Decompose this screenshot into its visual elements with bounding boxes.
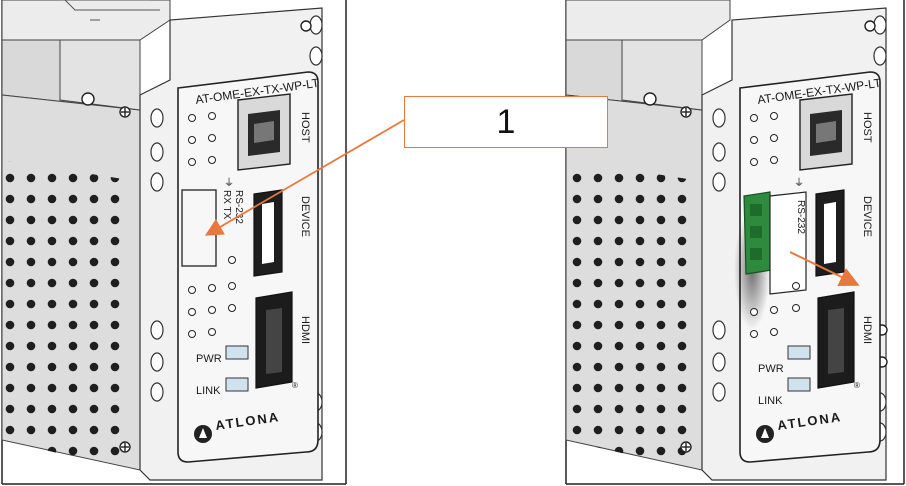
left-vent-holes — [188, 112, 236, 338]
left-device-illustration: AT-OME-EX-TX-WP-LT HOST DEVICE HDMI ® RX… — [1, 0, 347, 485]
right-pwr-led — [787, 345, 811, 360]
left-link-led — [225, 377, 249, 392]
right-hdmi-label: HDMI — [861, 316, 873, 344]
left-device-label: DEVICE — [299, 196, 311, 237]
right-registered-mark: ® — [854, 381, 860, 390]
right-link-label: LINK — [758, 395, 783, 407]
left-link-label: LINK — [196, 385, 221, 397]
left-registered-mark: ® — [292, 381, 298, 390]
rs232-cover-plate — [769, 191, 807, 295]
left-rs232-opening — [181, 189, 217, 267]
svg-text:⏚: ⏚ — [794, 177, 804, 189]
right-host-port — [799, 93, 853, 171]
right-hdmi-port — [817, 291, 855, 389]
right-link-led — [787, 377, 811, 392]
left-device-port — [253, 189, 283, 277]
right-device-illustration: AT-OME-EX-TX-WP-LT HOST DEVICE HDMI ® ⏚ — [565, 0, 905, 485]
left-rxtx-label: RX TX — [221, 190, 232, 220]
left-host-label: HOST — [299, 112, 311, 143]
right-rs232-label: RS-232 — [795, 200, 806, 234]
removal-arrow — [789, 251, 860, 287]
right-pwr-label: PWR — [758, 363, 784, 375]
left-pwr-led — [225, 345, 249, 360]
right-device-label: DEVICE — [861, 196, 873, 237]
left-rs232-label: RS-232 — [233, 190, 244, 224]
rs232-terminal-block — [743, 191, 773, 275]
left-hdmi-port — [255, 291, 293, 389]
right-atlona-logo — [756, 425, 774, 443]
callout-leader-arrow — [204, 119, 405, 236]
left-atlona-logo — [194, 425, 212, 443]
callout-label: 1 — [404, 96, 608, 148]
right-host-label: HOST — [861, 112, 873, 143]
left-hdmi-label: HDMI — [299, 316, 311, 344]
right-device-port — [815, 189, 845, 277]
svg-text:⏚: ⏚ — [224, 177, 234, 189]
right-vent-holes — [750, 112, 800, 338]
left-host-port — [237, 93, 291, 171]
left-pwr-label: PWR — [196, 353, 222, 365]
callout-number: 1 — [496, 102, 516, 141]
